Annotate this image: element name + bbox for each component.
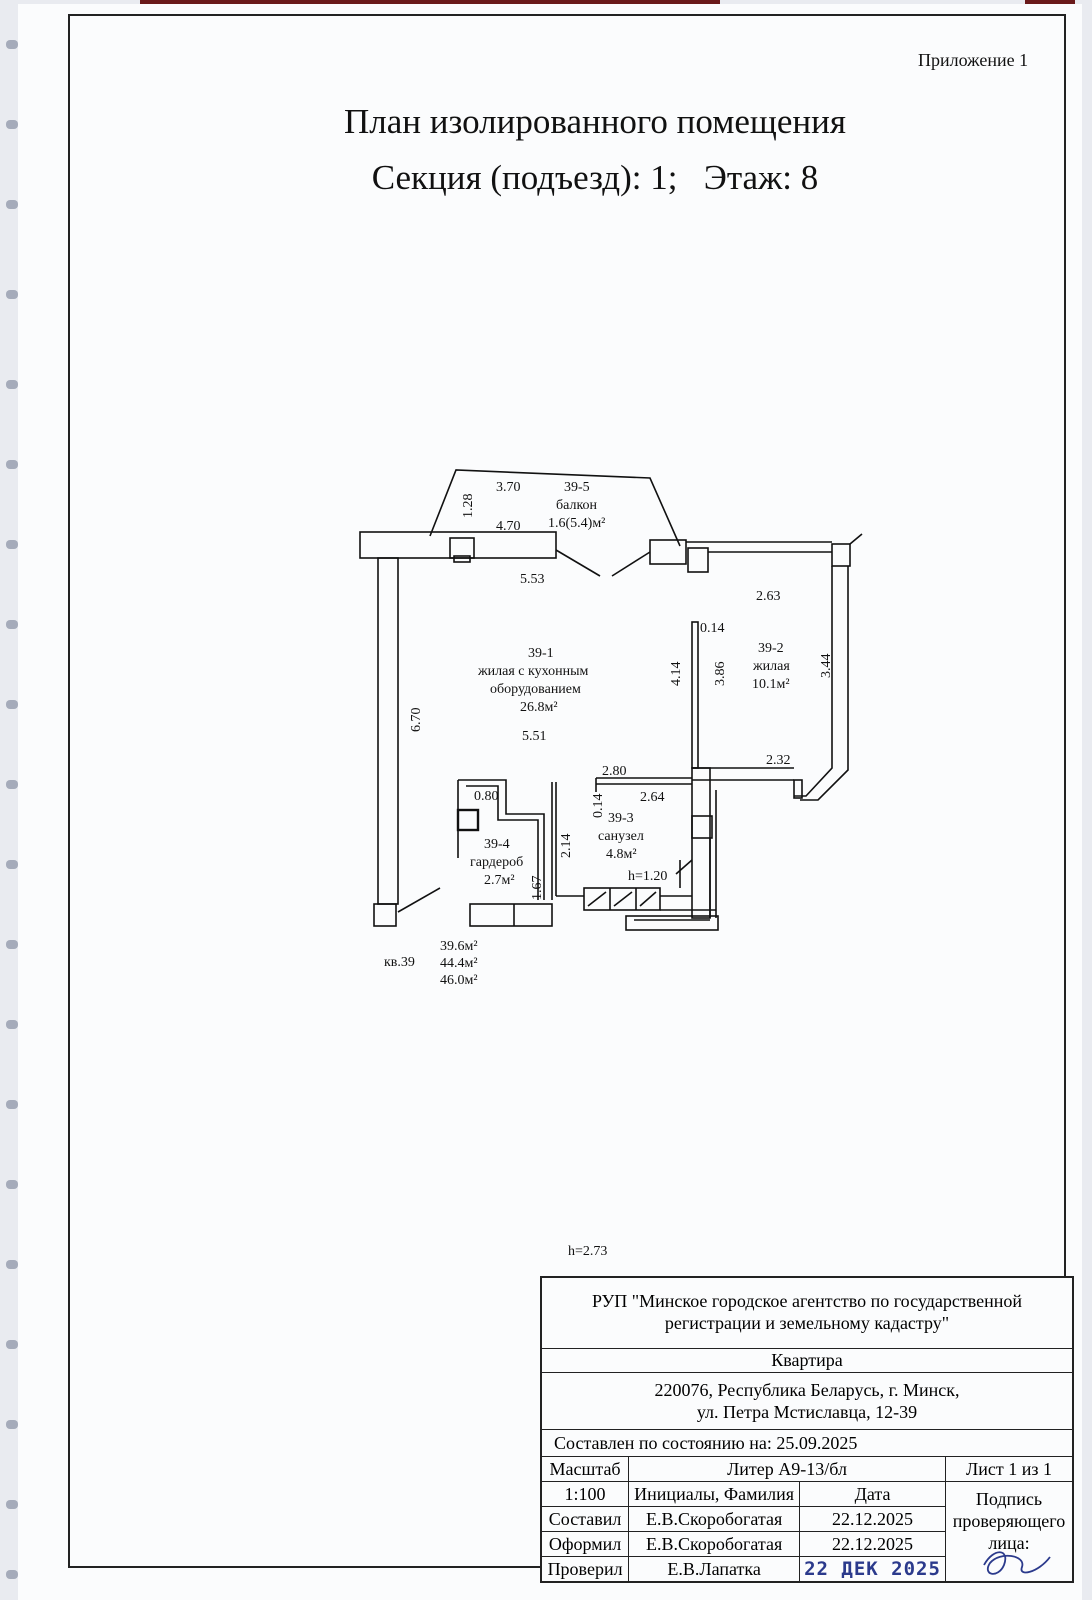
page-title: План изолированного помещения <box>344 102 846 141</box>
dim-room2-left-inner: 3.86 <box>713 662 728 687</box>
stamp-organization: РУП "Минское городское агентство по госу… <box>542 1278 1072 1349</box>
stamp-object: Квартира <box>542 1349 1072 1373</box>
bath-wall <box>583 887 661 911</box>
room-39-1-number: 39-1 <box>528 646 554 661</box>
scale-label: Масштаб <box>542 1457 630 1482</box>
room-39-5-area: 1.6(5.4)м² <box>548 516 605 531</box>
sheet-number: Лист 1 из 1 <box>944 1457 1072 1482</box>
balcony-outline <box>429 469 681 547</box>
appendix-label: Приложение 1 <box>918 50 1029 70</box>
name-compiled: Е.В.Скоробогатая <box>628 1506 801 1532</box>
date-stamp-checked: 22 ДЕК 2025 <box>799 1556 946 1581</box>
dim-room2-right: 3.44 <box>819 654 834 679</box>
dim-bath-h: h=1.20 <box>628 869 667 884</box>
date-formatted: 22.12.2025 <box>799 1531 946 1557</box>
room-39-4-number: 39-4 <box>484 837 510 852</box>
apartment-area-total: 44.4м² <box>440 956 478 971</box>
name-checked: Е.В.Лапатка <box>628 1556 801 1581</box>
dim-balcony-depth: 1.28 <box>461 494 476 519</box>
room-39-3-number: 39-3 <box>608 811 634 826</box>
bath-window <box>625 915 719 931</box>
name-formatted: Е.В.Скоробогатая <box>628 1531 801 1557</box>
room-39-5-name: балкон <box>556 498 598 513</box>
dim-partition: 0.14 <box>700 621 725 636</box>
room-39-3-name: санузел <box>598 829 644 844</box>
org-line-2: регистрации и земельному кадастру" <box>664 1313 950 1333</box>
dim-room1-height: 6.70 <box>409 708 424 733</box>
room-39-5-number: 39-5 <box>564 480 590 495</box>
dim-balcony-bottom: 4.70 <box>496 519 521 534</box>
room-39-3-area: 4.8м² <box>606 847 637 862</box>
room-39-2-number: 39-2 <box>758 641 784 656</box>
left-wall <box>377 557 399 905</box>
liter-value: Литер А9-13/бл <box>628 1457 946 1482</box>
dim-room2-top: 2.63 <box>756 589 781 604</box>
stamp-signature-table: Масштаб Литер А9-13/бл Лист 1 из 1 1:100… <box>542 1457 1072 1581</box>
room-39-1-name-line1: жилая с кухонным <box>477 664 588 679</box>
dim-room2-bottom: 2.32 <box>766 753 791 768</box>
date-compiled: 22.12.2025 <box>799 1506 946 1532</box>
stamp-as-of: Составлен по состоянию на: 25.09.2025 <box>542 1430 1072 1457</box>
room-39-2-area: 10.1м² <box>752 677 790 692</box>
partition-wall <box>691 621 699 769</box>
role-checked: Проверил <box>542 1556 630 1581</box>
scale-value: 1:100 <box>542 1481 630 1507</box>
page-edge-strip <box>140 0 720 6</box>
room-39-4-name: гардероб <box>470 855 523 870</box>
apartment-area-living: 39.6м² <box>440 939 478 954</box>
ceiling-height: h=2.73 <box>568 1244 608 1259</box>
address-line-1: 220076, Республика Беларусь, г. Минск, <box>654 1380 960 1400</box>
dim-wardrobe-side: 1.67 <box>530 876 545 901</box>
top-wall-left <box>359 531 557 559</box>
signature-cell: Подпись проверяющего лица: <box>944 1481 1072 1581</box>
apartment-area-balcony: 46.0м² <box>440 973 478 988</box>
wardrobe-wall <box>469 903 553 927</box>
title-block: РУП "Минское городское агентство по госу… <box>540 1276 1074 1583</box>
dim-bath-top-outer: 2.80 <box>602 764 627 779</box>
dim-room2-left-outer: 4.14 <box>669 662 684 687</box>
address-line-2: ул. Петра Мстиславца, 12-39 <box>696 1402 918 1422</box>
date-header: Дата <box>799 1481 946 1507</box>
initials-header: Инициалы, Фамилия <box>628 1481 801 1507</box>
binding-holes <box>0 0 26 1600</box>
room-39-1-name-line2: оборудованием <box>490 682 581 697</box>
vent-shaft <box>691 815 713 839</box>
right-wall-outer <box>794 566 833 797</box>
dim-balcony-top: 3.70 <box>496 480 521 495</box>
room-39-4-area: 2.7м² <box>484 873 515 888</box>
dim-bath-side: 2.14 <box>559 834 574 859</box>
room-39-1-area: 26.8м² <box>520 700 558 715</box>
room-39-2-name: жилая <box>752 659 790 674</box>
dim-room1-bottom: 5.51 <box>522 729 547 744</box>
stamp-address: 220076, Республика Беларусь, г. Минск, у… <box>542 1373 1072 1430</box>
section-floor-line: Секция (подъезд): 1; Этаж: 8 <box>371 158 819 197</box>
page-edge-strip-right <box>1025 0 1075 6</box>
dim-room1-top: 5.53 <box>520 572 545 587</box>
org-line-1: РУП "Минское городское агентство по госу… <box>591 1291 1023 1311</box>
dim-bath-top-inner: 2.64 <box>640 790 665 805</box>
dim-bath-partition: 0.14 <box>591 794 606 819</box>
dim-wardrobe-top: 0.80 <box>474 789 499 804</box>
apartment-label: кв.39 <box>384 955 415 970</box>
signature-header: Подпись проверяющего лица: <box>952 1489 1066 1553</box>
handwritten-signature <box>983 1551 1051 1575</box>
top-wall-right <box>649 539 687 565</box>
role-compiled: Составил <box>542 1506 630 1532</box>
role-formatted: Оформил <box>542 1531 630 1557</box>
